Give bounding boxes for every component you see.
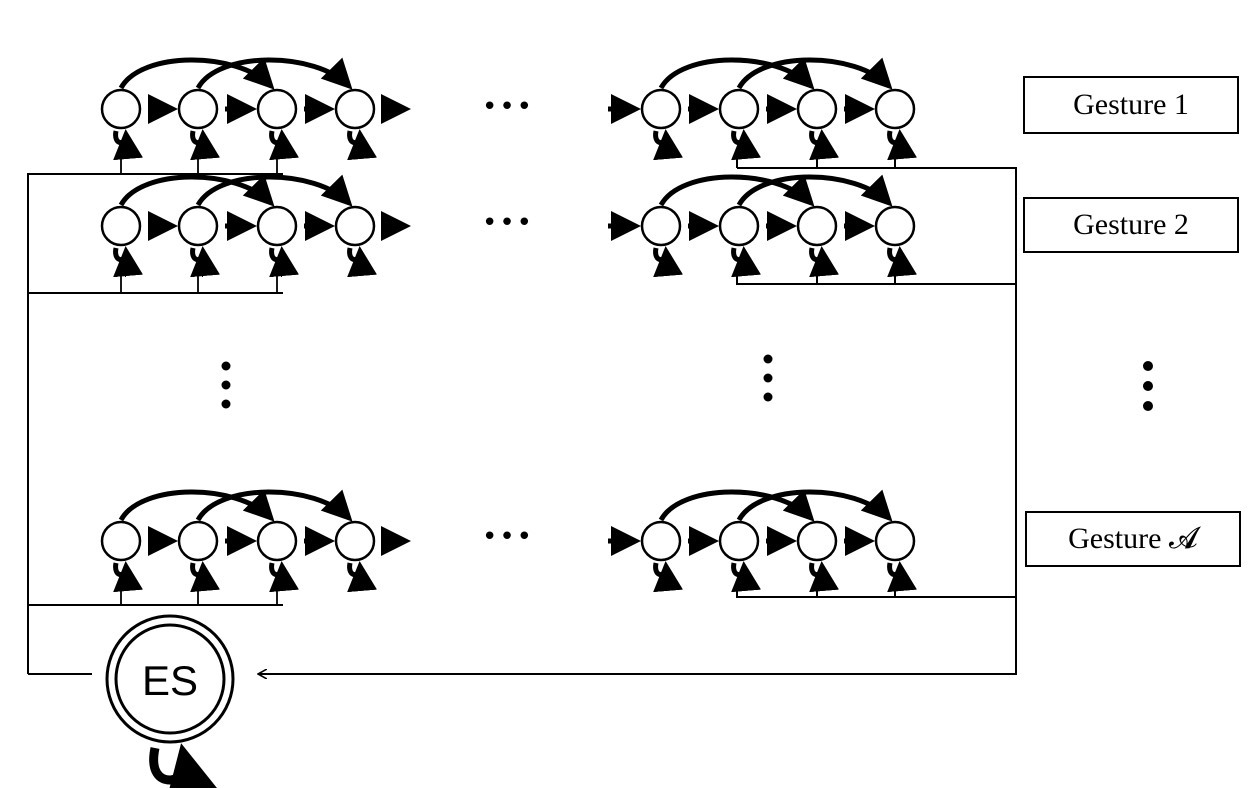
hidden-state: [334, 520, 376, 562]
hidden-state: [640, 520, 682, 562]
hidden-state: [718, 520, 760, 562]
left-bus-row-1: [27, 173, 283, 674]
skip-transition-arrow: [118, 174, 275, 207]
self-loop-arrow: [190, 129, 220, 161]
self-loop-arrow: [809, 129, 839, 161]
hidden-state: [796, 205, 838, 247]
chain-end-segment: [608, 57, 917, 161]
skip-transition-arrow: [736, 57, 893, 90]
right-bus-row-3: [736, 580, 1016, 598]
hidden-state: [718, 205, 760, 247]
hidden-state: [334, 205, 376, 247]
gesture-label-1: Gesture 1: [1023, 76, 1239, 134]
chain-start-segment: [100, 489, 411, 593]
vertical-ellipsis-left: [221, 361, 231, 409]
hidden-state: [796, 520, 838, 562]
self-loop-arrow: [269, 246, 299, 278]
chain-start-segment: [100, 57, 411, 161]
end-state-node: ES: [105, 614, 235, 788]
right-bus-row-2: [736, 265, 1016, 285]
skip-transition-arrow: [658, 57, 815, 90]
self-loop-arrow: [653, 561, 683, 593]
self-loop-arrow: [190, 246, 220, 278]
gesture-label-a: Gesture 𝓐: [1025, 511, 1241, 567]
skip-transition-arrow: [195, 174, 353, 207]
horizontal-ellipsis-row-1: •••: [482, 92, 535, 122]
self-loop-arrow: [653, 246, 683, 278]
skip-transition-arrow: [118, 489, 275, 522]
right-bus-to-es: [258, 167, 1017, 675]
hidden-state: [177, 520, 219, 562]
hidden-state: [334, 88, 376, 130]
end-state-label: ES: [142, 657, 198, 704]
skip-transition-arrow: [195, 57, 353, 90]
self-loop-arrow: [809, 561, 839, 593]
chain-start-segment: [100, 174, 411, 278]
vertical-ellipsis-right: [1143, 361, 1153, 411]
hidden-state: [640, 205, 682, 247]
gesture-model-rows: [100, 57, 917, 593]
hidden-state: [796, 88, 838, 130]
hidden-state: [177, 205, 219, 247]
gesture-chain-2: [100, 174, 917, 278]
end-state-self-loop: [149, 743, 219, 788]
connection-wires: [27, 148, 1017, 675]
horizontal-ellipsis-row-2: •••: [482, 208, 535, 238]
skip-transition-arrow: [736, 489, 893, 522]
gesture-chain-1: [100, 57, 917, 161]
self-loop-arrow: [809, 246, 839, 278]
gesture-label-2: Gesture 2: [1023, 197, 1239, 253]
skip-transition-arrow: [736, 174, 893, 207]
hidden-state: [874, 88, 916, 130]
skip-transition-arrow: [658, 489, 815, 522]
self-loop-arrow: [347, 129, 377, 161]
self-loop-arrow: [347, 246, 377, 278]
hidden-state: [100, 88, 142, 130]
self-loop-arrow: [653, 129, 683, 161]
self-loop-arrow: [731, 246, 761, 278]
hidden-state: [177, 88, 219, 130]
hidden-state: [874, 205, 916, 247]
gesture-chain-3: [100, 489, 917, 593]
self-loop-arrow: [887, 561, 917, 593]
vertical-ellipsis-middle: [763, 354, 773, 402]
hidden-state: [100, 205, 142, 247]
hidden-state: [256, 520, 298, 562]
chain-end-segment: [608, 489, 917, 593]
hidden-state: [718, 88, 760, 130]
hidden-state: [100, 520, 142, 562]
self-loop-arrow: [887, 129, 917, 161]
hidden-state: [640, 88, 682, 130]
skip-transition-arrow: [195, 489, 353, 522]
self-loop-arrow: [347, 561, 377, 593]
skip-transition-arrow: [658, 174, 815, 207]
self-loop-arrow: [269, 129, 299, 161]
self-loop-arrow: [269, 561, 299, 593]
self-loop-arrow: [731, 561, 761, 593]
hidden-state: [256, 88, 298, 130]
self-loop-arrow: [113, 129, 143, 161]
horizontal-ellipsis-row-3: •••: [482, 522, 535, 552]
hidden-state: [256, 205, 298, 247]
skip-transition-arrow: [118, 57, 275, 90]
self-loop-arrow: [190, 561, 220, 593]
chain-end-segment: [608, 174, 917, 278]
self-loop-arrow: [113, 561, 143, 593]
self-loop-arrow: [731, 129, 761, 161]
hidden-state: [874, 520, 916, 562]
self-loop-arrow: [113, 246, 143, 278]
self-loop-arrow: [887, 246, 917, 278]
